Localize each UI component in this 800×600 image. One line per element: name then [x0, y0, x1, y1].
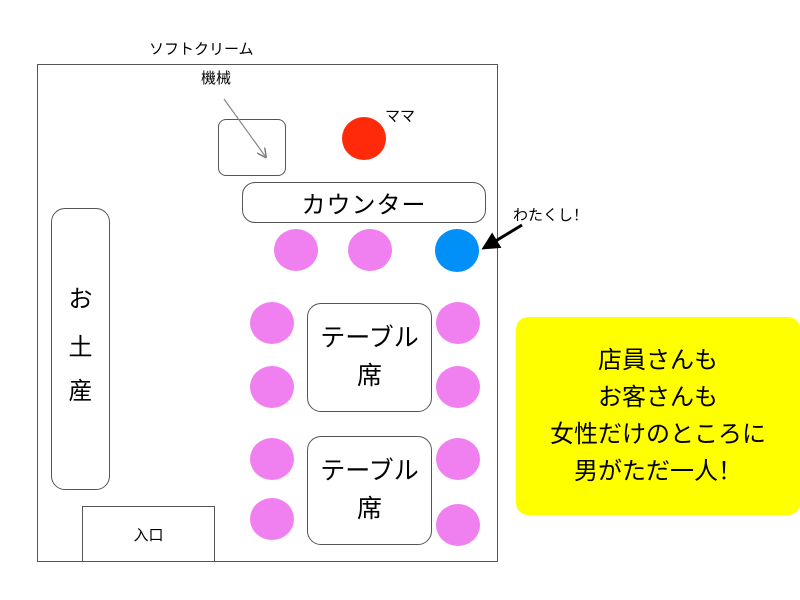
table-seat: [250, 366, 294, 408]
table-seat: [250, 302, 294, 344]
note-box: 店員さんも お客さんも 女性だけのところに 男がただ一人！: [516, 317, 800, 515]
table-seat: [250, 438, 294, 480]
soft-cream-label: ソフトクリーム: [149, 40, 254, 58]
shop-floor-outline: [37, 64, 498, 562]
entrance: 入口: [82, 506, 215, 562]
souvenir-char: お: [68, 285, 93, 313]
table-seat: [436, 366, 480, 408]
table-seat: [436, 504, 480, 546]
table-seat: [436, 438, 480, 480]
machine-label: 機械: [201, 69, 232, 87]
counter-label: カウンター: [301, 191, 427, 219]
machine-pointer-arrow: [223, 98, 265, 156]
counter-seat: [274, 229, 318, 271]
souvenir-char: 土: [68, 333, 93, 361]
my-seat: [435, 229, 479, 272]
table-label: テーブル: [320, 456, 419, 485]
mama-label: ママ: [385, 107, 416, 125]
note-line: 女性だけのところに: [550, 420, 766, 448]
me-label: わたくし！: [513, 206, 589, 224]
soft-cream-machine: [218, 119, 286, 176]
note-line: 店員さんも: [598, 346, 718, 374]
note-line: 男がただ一人！: [574, 457, 742, 485]
note-line: お客さんも: [598, 383, 718, 411]
me-pointer-arrow: [481, 223, 523, 250]
table-seat-label: 席: [356, 361, 382, 390]
souvenir-shelf: お 土 産: [51, 208, 110, 490]
table-2: テーブル 席: [307, 436, 432, 545]
table-seat-label: 席: [356, 494, 382, 523]
counter: カウンター: [242, 182, 486, 223]
table-seat: [436, 302, 480, 344]
table-1: テーブル 席: [307, 303, 432, 412]
table-label: テーブル: [320, 323, 419, 352]
entrance-label: 入口: [133, 525, 164, 544]
counter-seat: [348, 229, 392, 271]
souvenir-char: 産: [68, 377, 93, 405]
mama-seat: [342, 117, 386, 160]
table-seat: [250, 498, 294, 540]
